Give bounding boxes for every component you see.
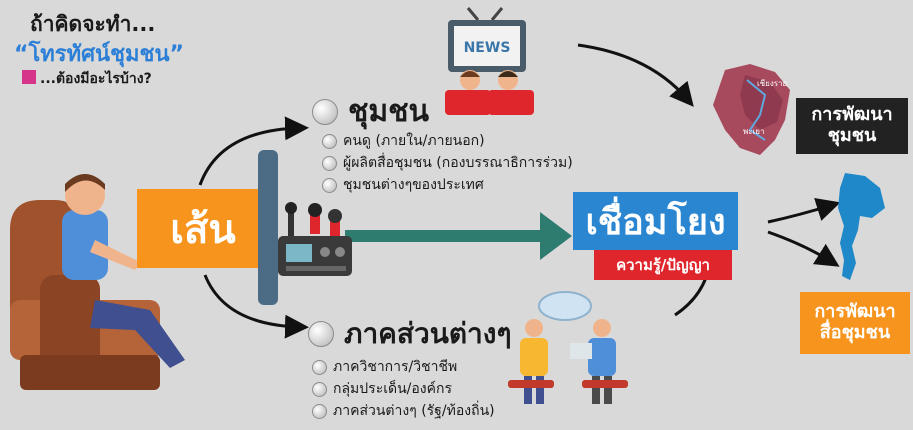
sectors-title-label: ภาคส่วนต่างๆ — [344, 317, 512, 350]
bullet-icon — [312, 403, 327, 419]
sectors-title: ภาคส่วนต่างๆ — [308, 312, 511, 356]
bullet-icon — [322, 133, 337, 149]
connect-box: เชื่อมโยง — [573, 192, 738, 250]
discussion-illustration — [508, 291, 628, 404]
thailand-map-icon — [838, 173, 885, 280]
list-item: ภาควิชาการ/วิชาชีพ — [312, 356, 495, 378]
header-line3: ...ต้องมีอะไรบ้าง? — [40, 71, 152, 87]
list-item-label: ชุมชนต่างๆของประเทศ — [343, 177, 484, 193]
list-item: คนดู (ภายใน/ภายนอก) — [322, 130, 573, 152]
community-list: คนดู (ภายใน/ภายนอก) ผู้ผลิตสื่อชุมชน (กอ… — [322, 130, 573, 196]
list-item-label: คนดู (ภายใน/ภายนอก) — [343, 133, 485, 149]
map-label-top: เชียงราย — [757, 79, 787, 88]
map-label-bottom: พะเยา — [743, 127, 764, 136]
community-title-label: ชุมชน — [348, 94, 430, 129]
knowledge-badge: ความรู้/ปัญญา — [594, 250, 732, 280]
bullet-icon — [308, 321, 334, 347]
header-line1: ถ้าคิดจะทำ... — [30, 12, 156, 36]
media-development-box: การพัฒนา สื่อชุมชน — [800, 292, 910, 354]
vertical-pole — [258, 150, 278, 305]
community-development-box: การพัฒนา ชุมชน — [796, 98, 908, 154]
province-map-illustration: เชียงราย พะเยา — [713, 64, 790, 155]
list-item-label: ผู้ผลิตสื่อชุมชน (กองบรรณาธิการร่วม) — [343, 155, 573, 171]
list-item-label: ภาคส่วนต่างๆ (รัฐ/ท้องถิ่น) — [333, 403, 495, 419]
bullet-icon — [312, 98, 338, 125]
bullet-icon — [322, 177, 337, 193]
list-item: กลุ่มประเด็น/องค์กร — [312, 378, 495, 400]
header-line2: “โทรทัศน์ชุมชน” — [14, 42, 184, 67]
pink-square-icon — [22, 70, 36, 84]
list-item-label: ภาควิชาการ/วิชาชีพ — [333, 359, 458, 375]
sectors-list: ภาควิชาการ/วิชาชีพ กลุ่มประเด็น/องค์กร ภ… — [312, 356, 495, 422]
bullet-icon — [322, 155, 337, 171]
tv-news-label: NEWS — [464, 40, 511, 56]
list-item: ชุมชนต่างๆของประเทศ — [322, 174, 573, 196]
bullet-icon — [312, 381, 327, 397]
list-item: ภาคส่วนต่างๆ (รัฐ/ท้องถิ่น) — [312, 400, 495, 422]
community-title: ชุมชน — [312, 88, 429, 135]
tv-audience-illustration: NEWS — [445, 7, 534, 115]
bullet-icon — [312, 359, 327, 375]
list-item-label: กลุ่มประเด็น/องค์กร — [333, 381, 452, 397]
list-item: ผู้ผลิตสื่อชุมชน (กองบรรณาธิการร่วม) — [322, 152, 573, 174]
media-equipment-illustration — [278, 202, 352, 276]
line-box: เส้น — [137, 189, 269, 268]
